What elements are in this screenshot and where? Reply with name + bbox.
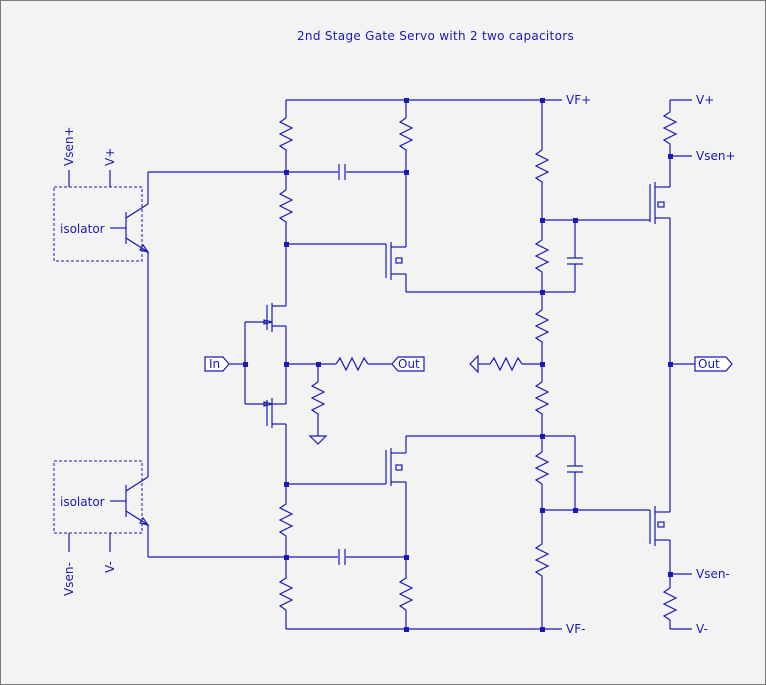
resistor-r1 bbox=[278, 117, 294, 151]
resistor-out-r2 bbox=[662, 587, 678, 621]
junction bbox=[284, 170, 289, 175]
resistor-mid-r1 bbox=[534, 149, 550, 183]
inner-output-port[interactable]: Out bbox=[391, 356, 425, 372]
isolator-bottom-collector bbox=[125, 476, 149, 492]
isolator-top-supply-label: V+ bbox=[103, 148, 117, 166]
label-vsen-neg: Vsen- bbox=[696, 567, 730, 581]
junction bbox=[540, 362, 545, 367]
junction bbox=[668, 572, 673, 577]
junction bbox=[284, 362, 289, 367]
junction bbox=[668, 154, 673, 159]
junction bbox=[284, 555, 289, 560]
resistor-mid-r2 bbox=[534, 239, 550, 273]
label-v-neg: V- bbox=[696, 622, 708, 636]
out-mosfet1-body bbox=[657, 201, 665, 208]
junction bbox=[540, 627, 545, 632]
junction bbox=[404, 170, 409, 175]
isolator-top-sense-label: Vsen+ bbox=[62, 126, 76, 166]
junction bbox=[540, 508, 545, 513]
resistor-mid-r5 bbox=[534, 451, 550, 485]
junction bbox=[573, 218, 578, 223]
resistor-r6 bbox=[398, 577, 414, 611]
input-port-label: In bbox=[209, 357, 220, 371]
junctions bbox=[243, 98, 673, 632]
isolator-top-emitter bbox=[125, 237, 149, 253]
main-output-flag bbox=[694, 356, 733, 372]
resistor-out-r1 bbox=[662, 111, 678, 145]
isolator-bottom-emitter bbox=[125, 510, 149, 526]
resistor-ground bbox=[310, 381, 326, 415]
junction bbox=[404, 555, 409, 560]
label-vf-pos: VF+ bbox=[566, 93, 591, 107]
junction bbox=[540, 434, 545, 439]
resistor-inner-out bbox=[335, 356, 369, 372]
junction bbox=[540, 290, 545, 295]
inner-output-label: Out bbox=[398, 357, 420, 371]
junction bbox=[284, 242, 289, 247]
junction bbox=[284, 482, 289, 487]
isolator-bottom-label: isolator bbox=[60, 495, 105, 509]
junction bbox=[316, 362, 321, 367]
isolator-bottom-emitter-arrow bbox=[139, 516, 150, 526]
resistor-r3 bbox=[398, 117, 414, 151]
ground-icon bbox=[308, 435, 328, 445]
main-output-label: Out bbox=[698, 357, 720, 371]
junction bbox=[540, 218, 545, 223]
isolator-bottom-sense-label: Vsen- bbox=[62, 562, 76, 596]
isolator-bottom: isolator Vsen- V- bbox=[53, 440, 150, 596]
junction bbox=[540, 98, 545, 103]
inner-output-flag bbox=[391, 356, 425, 372]
ground-icon-mid bbox=[469, 354, 479, 374]
out-mosfet2-body bbox=[657, 521, 665, 528]
input-port[interactable]: In bbox=[204, 356, 230, 372]
resistor-mid-r4 bbox=[534, 381, 550, 415]
resistor-mid-r3 bbox=[534, 309, 550, 343]
main-output-port[interactable]: Out bbox=[694, 356, 733, 372]
isolator-top: isolator Vsen+ V+ bbox=[53, 126, 150, 272]
isolator-top-box bbox=[53, 186, 143, 262]
resistor-r2 bbox=[278, 189, 294, 223]
q2-arrow bbox=[263, 401, 273, 407]
mosfet2-body bbox=[395, 464, 403, 471]
label-vsen-pos: Vsen+ bbox=[696, 149, 736, 163]
junction bbox=[668, 362, 673, 367]
resistor-r5 bbox=[278, 577, 294, 611]
resistor-mid-ground bbox=[489, 356, 523, 372]
junction bbox=[404, 627, 409, 632]
junction bbox=[243, 362, 248, 367]
label-vf-neg: VF- bbox=[566, 622, 585, 636]
input-port-flag bbox=[204, 356, 230, 372]
resistor-mid-r6 bbox=[534, 543, 550, 577]
junction bbox=[573, 508, 578, 513]
mosfet1-body bbox=[395, 257, 403, 264]
junction bbox=[404, 98, 409, 103]
isolator-top-collector bbox=[125, 203, 149, 219]
isolator-bottom-supply-label: V- bbox=[103, 561, 117, 573]
schematic-title: 2nd Stage Gate Servo with 2 two capacito… bbox=[297, 29, 574, 43]
isolator-top-label: isolator bbox=[60, 222, 105, 236]
resistor-r4 bbox=[278, 503, 294, 537]
isolator-top-emitter-arrow bbox=[139, 243, 150, 253]
label-v-pos: V+ bbox=[696, 93, 714, 107]
